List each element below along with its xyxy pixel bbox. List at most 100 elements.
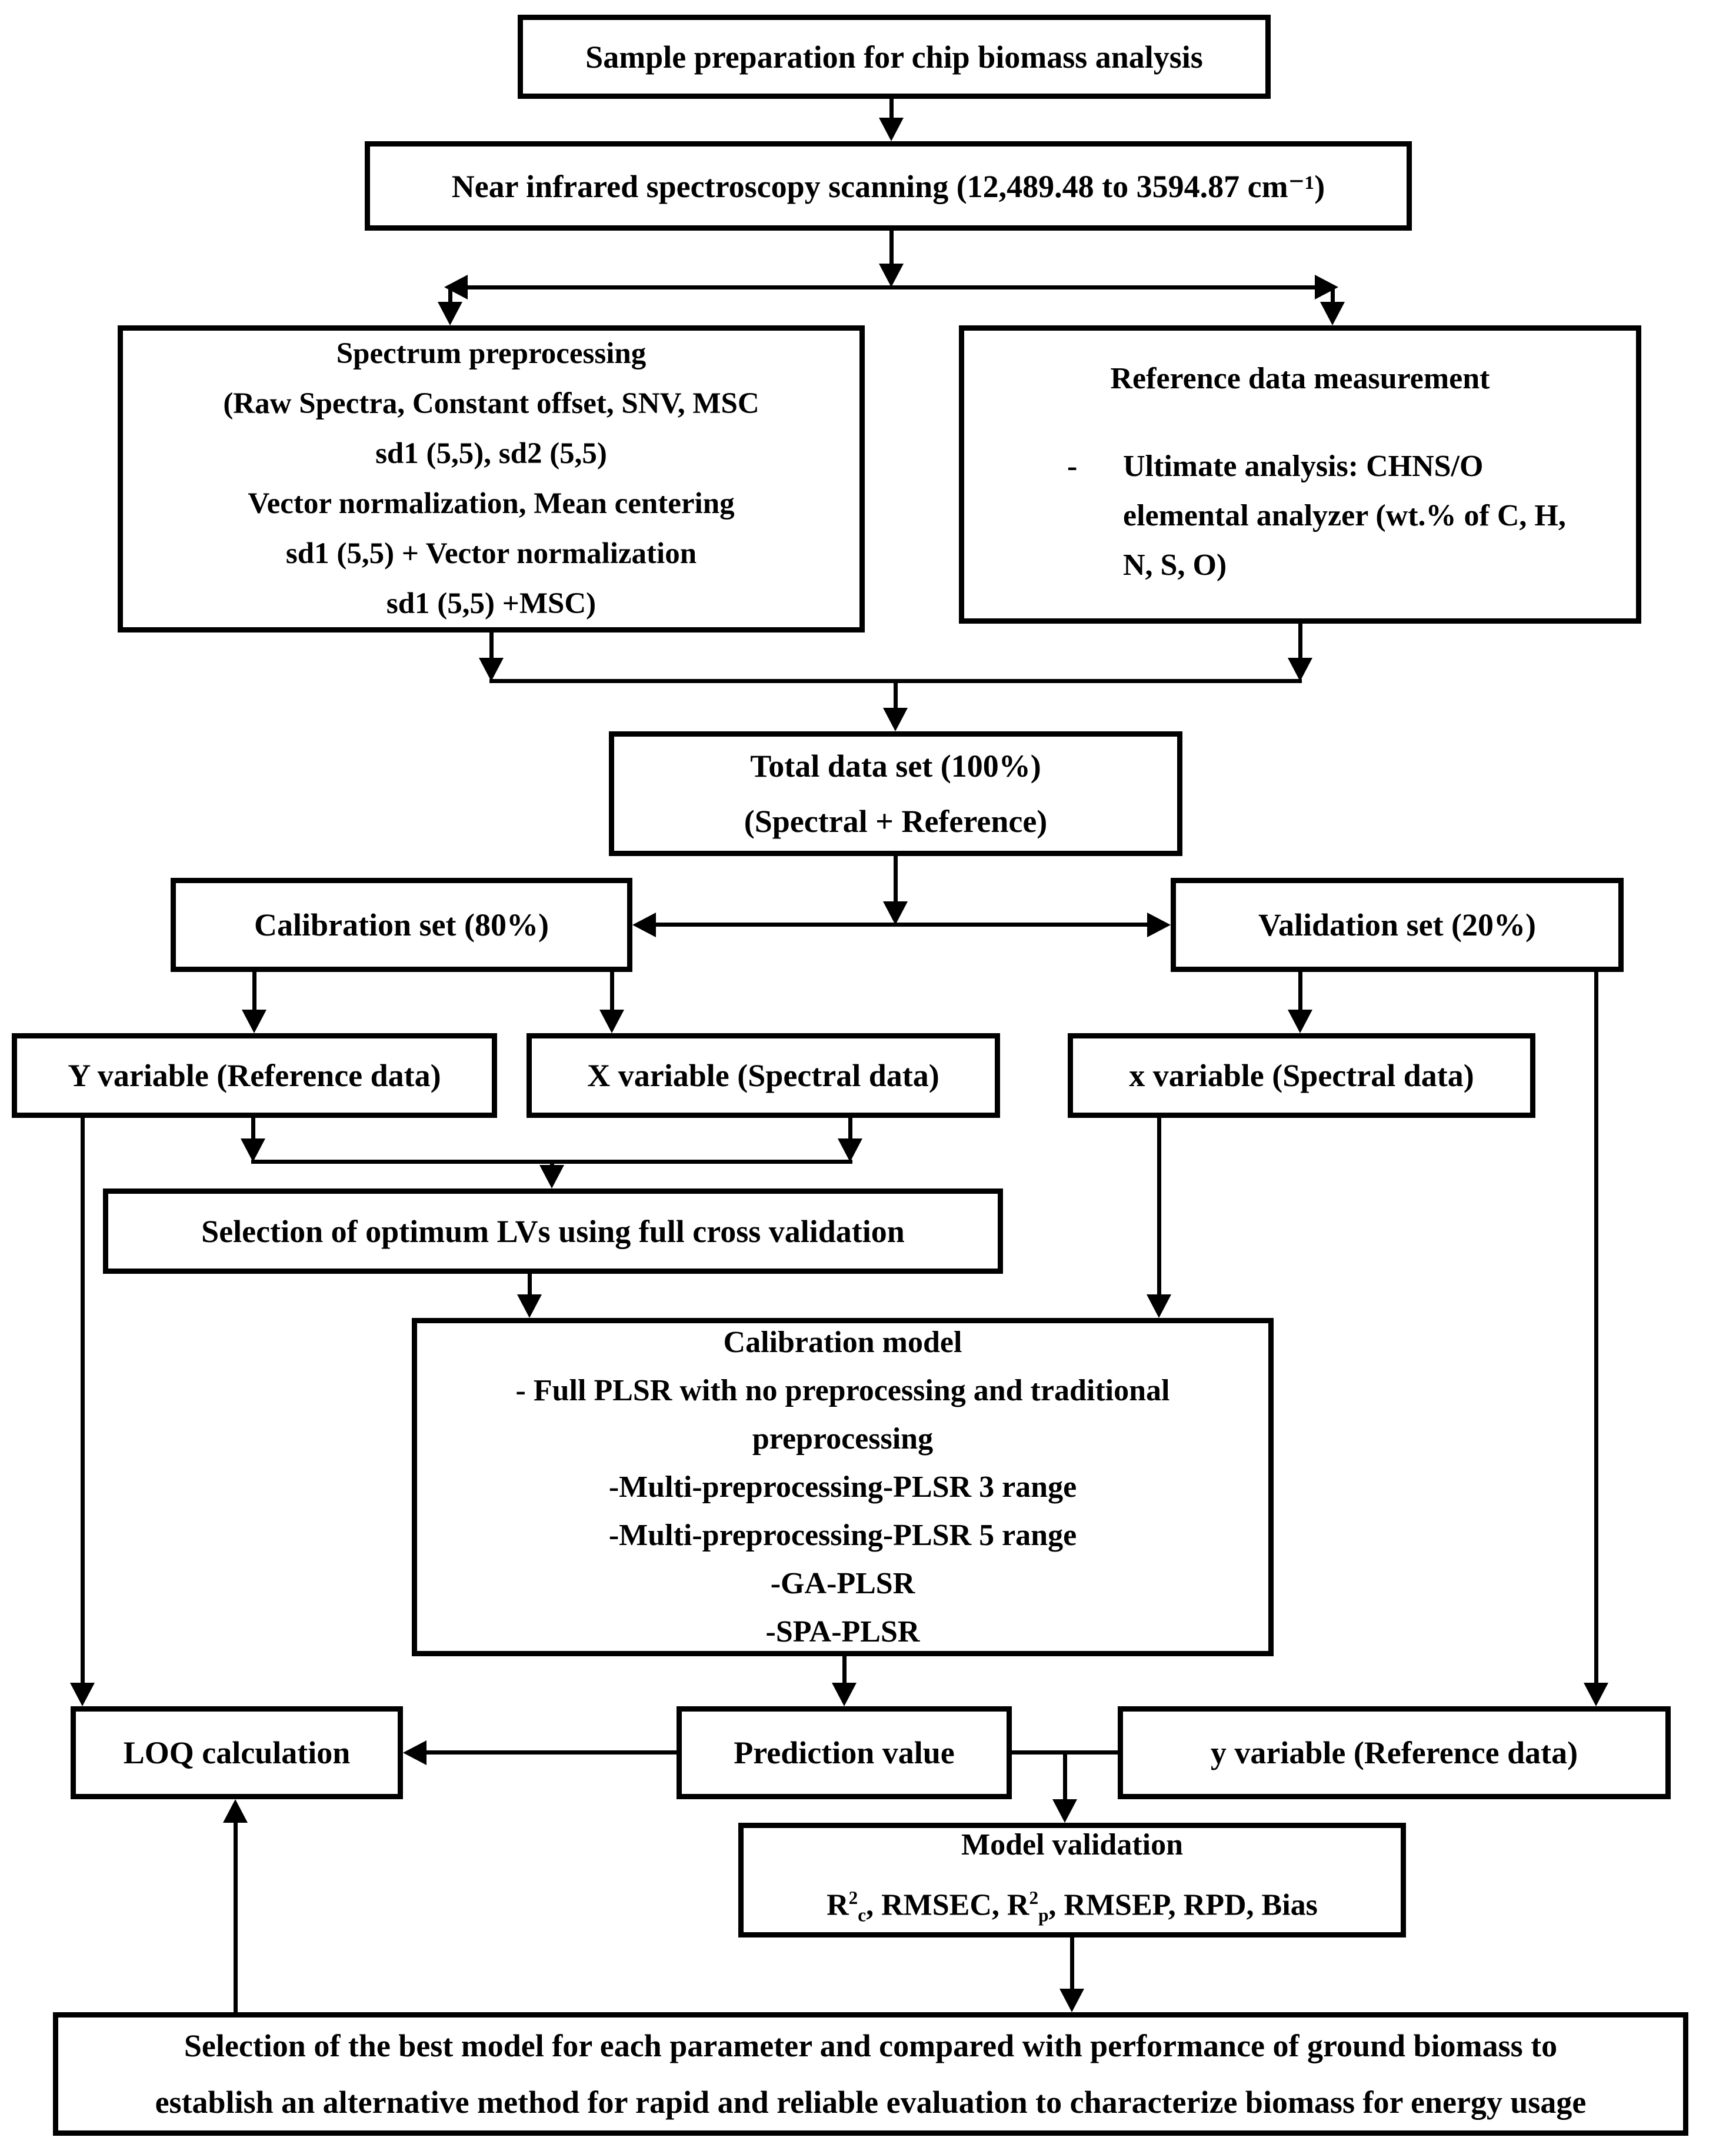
connector-reference-to-bus (1298, 624, 1302, 659)
arrowhead-down (539, 1165, 564, 1188)
arrowhead-down (832, 1683, 857, 1706)
arrowhead-down (879, 264, 904, 287)
connector-calmodel-to-prediction (842, 1656, 847, 1683)
node-x-variable-validation: x variable (Spectral data) (1068, 1033, 1535, 1118)
node-calibration-set: Calibration set (80%) (171, 878, 632, 972)
node-label: LOQ calculation (123, 1735, 351, 1770)
arrowhead-down (1584, 1683, 1608, 1706)
connector-sample-to-nir (889, 99, 894, 119)
node-model-validation: Model validation R2c, RMSEC, R2p, RMSEP,… (738, 1823, 1406, 1937)
arrowhead-right (1147, 913, 1171, 937)
arrowhead-down (479, 658, 504, 681)
connector-cal-to-yvar (252, 972, 256, 1011)
connector-split1-drop-left (448, 287, 452, 303)
arrowhead-down (883, 901, 908, 925)
node-label: Prediction value (734, 1735, 955, 1770)
node-nir-scanning: Near infrared spectroscopy scanning (12,… (365, 141, 1412, 231)
arrowhead-down (1288, 658, 1312, 681)
node-line: - Full PLSR with no preprocessing and tr… (515, 1373, 1170, 1407)
arrowhead-down (241, 1138, 265, 1162)
connector-lv-bus (251, 1160, 852, 1164)
node-prediction-value: Prediction value (677, 1706, 1012, 1799)
arrowhead-down (1147, 1294, 1171, 1318)
arrowhead-down (242, 1010, 266, 1033)
node-line: Total data set (100%) (750, 748, 1041, 784)
arrowhead-down (1052, 1799, 1077, 1823)
node-label: Near infrared spectroscopy scanning (12,… (451, 169, 1325, 204)
arrowhead-up (223, 1799, 248, 1823)
node-validation-set: Validation set (20%) (1171, 878, 1624, 972)
arrowhead-down (1288, 1010, 1312, 1033)
connector-final-to-loq (234, 1822, 238, 2012)
connector-yvar-to-bus (251, 1118, 255, 1140)
node-line: -SPA-PLSR (765, 1614, 920, 1649)
arrowhead-left (444, 275, 468, 299)
node-best-model-selection: Selection of the best model for each par… (53, 2012, 1688, 2136)
arrowhead-right (1315, 275, 1338, 299)
connector-total-to-split (894, 856, 898, 903)
node-line: sd1 (5,5), sd2 (5,5) (375, 437, 607, 470)
metric-sup: 2 (848, 1887, 858, 1908)
arrowhead-down (1059, 1989, 1084, 2012)
arrowhead-down (883, 708, 908, 731)
node-label: Y variable (Reference data) (68, 1058, 441, 1093)
connector-split1-drop-right (1331, 287, 1335, 303)
arrowhead-down (438, 302, 462, 325)
arrowhead-down (838, 1138, 862, 1162)
node-total-data-set: Total data set (100%) (Spectral + Refere… (609, 731, 1182, 856)
node-line: Vector normalization, Mean centering (248, 487, 735, 520)
connector-lv-to-calmodel (528, 1274, 532, 1294)
node-y-variable-validation: y variable (Reference data) (1118, 1706, 1671, 1799)
node-line: sd1 (5,5) +MSC) (386, 587, 597, 620)
node-label: Calibration set (80%) (254, 907, 549, 943)
connector-merge-bus (489, 679, 1302, 683)
connector-xvarval-to-calmodel (1157, 1118, 1161, 1294)
metric-sub: p (1038, 1905, 1049, 1926)
metric-part: , RMSEP, RPD, Bias (1048, 1887, 1318, 1922)
node-x-variable-calibration: X variable (Spectral data) (527, 1033, 1000, 1118)
bullet-text: Ultimate analysis: CHNS/O elemental anal… (1123, 450, 1566, 582)
node-line: establish an alternative method for rapi… (155, 2085, 1587, 2120)
metric-sub: c (858, 1905, 867, 1926)
node-title: Model validation (961, 1827, 1184, 1862)
node-label: y variable (Reference data) (1210, 1735, 1578, 1770)
node-label: Selection of optimum LVs using full cros… (201, 1213, 905, 1249)
connector-prediction-to-loq (421, 1750, 677, 1755)
node-line: -GA-PLSR (770, 1566, 915, 1600)
node-label: x variable (Spectral data) (1129, 1058, 1474, 1093)
node-loq-calculation: LOQ calculation (71, 1706, 403, 1799)
connector-cal-to-xvar (610, 972, 614, 1011)
node-line: (Raw Spectra, Constant offset, SNV, MSC (223, 387, 759, 420)
node-line: (Spectral + Reference) (744, 804, 1048, 839)
node-label: X variable (Spectral data) (587, 1058, 939, 1093)
node-line: Selection of the best model for each par… (184, 2028, 1558, 2063)
metric-part: R (827, 1887, 849, 1922)
connector-nir-to-split (889, 231, 894, 265)
node-line: preprocessing (752, 1421, 934, 1456)
connector-val-to-xvar (1298, 972, 1302, 1011)
node-reference-data-measurement: Reference data measurement - Ultimate an… (959, 325, 1641, 624)
node-title: Reference data measurement (1110, 362, 1490, 395)
node-line: -Multi-preprocessing-PLSR 3 range (608, 1470, 1077, 1504)
node-label: Sample preparation for chip biomass anal… (585, 39, 1203, 75)
connector-link-to-modelval (1063, 1753, 1067, 1799)
arrowhead-down (1320, 302, 1345, 325)
metric-part: R (1007, 1887, 1029, 1922)
metric-part: , RMSEC, (866, 1887, 1007, 1922)
connector-split2-bus (644, 923, 1159, 927)
arrowhead-down (517, 1294, 542, 1318)
metric-sup: 2 (1029, 1887, 1039, 1908)
connector-bus-to-lv (550, 1162, 554, 1166)
connector-xvar-to-bus (848, 1118, 852, 1140)
connector-bus-to-total (894, 681, 898, 709)
arrowhead-down (599, 1010, 624, 1033)
node-y-variable-calibration: Y variable (Reference data) (12, 1033, 497, 1118)
node-sample-preparation: Sample preparation for chip biomass anal… (518, 15, 1271, 99)
node-line: -Multi-preprocessing-PLSR 5 range (608, 1518, 1077, 1552)
arrowhead-down (879, 118, 904, 141)
bullet-item: - Ultimate analysis: CHNS/O elemental an… (964, 442, 1636, 590)
node-spectrum-preprocessing: Spectrum preprocessing (Raw Spectra, Con… (118, 325, 865, 632)
connector-prediction-to-yvarref (1012, 1750, 1118, 1755)
model-validation-metrics: R2c, RMSEC, R2p, RMSEP, RPD, Bias (744, 1872, 1401, 1942)
